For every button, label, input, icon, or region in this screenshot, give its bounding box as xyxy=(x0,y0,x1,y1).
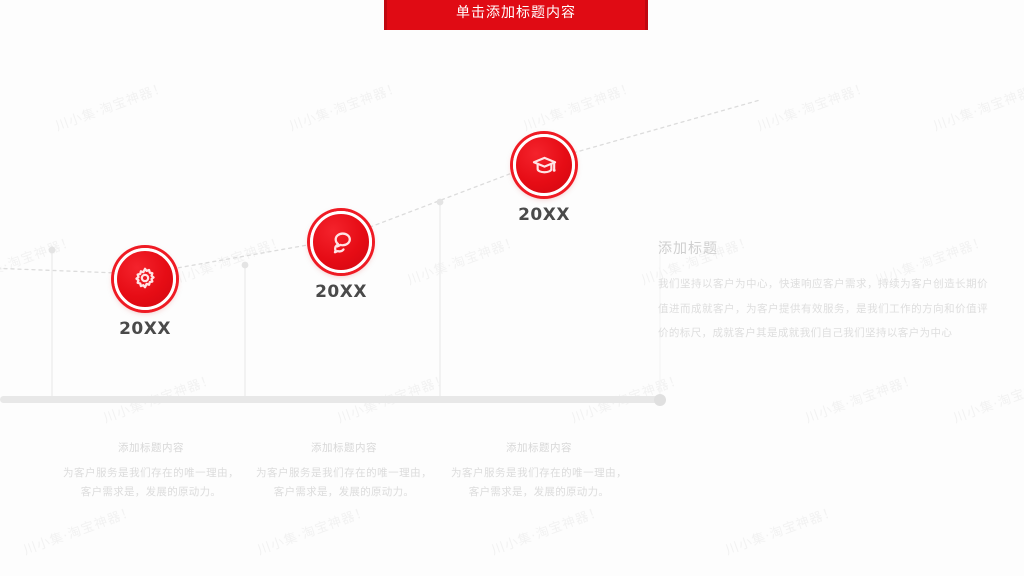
milestone-circle-2[interactable] xyxy=(310,211,372,273)
caption-title-1: 添加标题内容 xyxy=(118,442,184,454)
caption-block-3: 添加标题内容 为客户服务是我们存在的唯一理由，客户需求是，发展的原动力。 xyxy=(451,440,627,503)
milestone-year-2: 20XX xyxy=(315,282,367,302)
graduation-cap-icon xyxy=(532,156,556,173)
right-panel-title: 添加标题 xyxy=(658,241,718,257)
caption-title-3: 添加标题内容 xyxy=(506,442,572,454)
caption-title-2: 添加标题内容 xyxy=(311,442,377,454)
path-node-dot xyxy=(436,198,444,206)
baseline-end-dot xyxy=(654,394,666,406)
path-node-dot xyxy=(241,261,249,269)
milestone-node-1[interactable]: 20XX xyxy=(85,248,205,339)
caption-body-1: 为客户服务是我们存在的唯一理由，客户需求是，发展的原动力。 xyxy=(63,467,239,499)
milestone-node-2[interactable]: 20XX xyxy=(281,211,401,302)
gear-icon xyxy=(135,267,155,289)
milestone-year-1: 20XX xyxy=(119,319,171,339)
milestone-circle-1[interactable] xyxy=(114,248,176,310)
slide-title-text: 单击添加标题内容 xyxy=(456,5,576,21)
caption-body-2: 为客户服务是我们存在的唯一理由，客户需求是，发展的原动力。 xyxy=(256,467,432,499)
caption-body-3: 为客户服务是我们存在的唯一理由，客户需求是，发展的原动力。 xyxy=(451,467,627,499)
dotted-trend-line xyxy=(0,99,761,275)
milestone-node-3[interactable]: 20XX xyxy=(484,134,604,225)
chat-bubble-icon xyxy=(333,232,351,254)
caption-block-1: 添加标题内容 为客户服务是我们存在的唯一理由，客户需求是，发展的原动力。 xyxy=(63,440,239,503)
path-node-dot xyxy=(48,246,56,254)
milestone-year-3: 20XX xyxy=(518,205,570,225)
timeline-baseline-bar xyxy=(0,396,660,403)
right-description-panel: 添加标题 我们坚持以客户为中心，快速响应客户需求，持续为客户创造长期价值进而成就… xyxy=(658,238,988,346)
caption-block-2: 添加标题内容 为客户服务是我们存在的唯一理由，客户需求是，发展的原动力。 xyxy=(256,440,432,503)
milestone-circle-3[interactable] xyxy=(513,134,575,196)
right-panel-body: 我们坚持以客户为中心，快速响应客户需求，持续为客户创造长期价值进而成就客户，为客… xyxy=(658,278,988,340)
slide-title-banner[interactable]: 单击添加标题内容 xyxy=(384,0,648,30)
